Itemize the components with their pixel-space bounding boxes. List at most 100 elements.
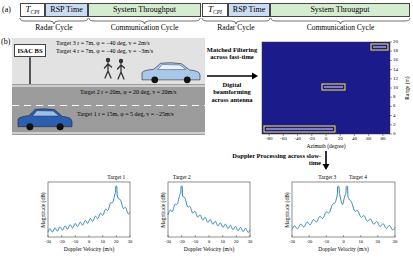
peak-label: Target 3 bbox=[318, 174, 336, 180]
tick-label: 20 bbox=[234, 239, 239, 244]
peak-label: Target 1 bbox=[107, 174, 125, 180]
lane-marking bbox=[12, 105, 205, 106]
tick-label: -20 bbox=[59, 239, 65, 244]
axis-tick bbox=[395, 235, 396, 237]
process-label: Digital beamforming across antenna bbox=[204, 81, 260, 103]
tick-label: -30 bbox=[289, 239, 295, 244]
axis-tick bbox=[382, 134, 383, 136]
axis-title: Azimuth (degree) bbox=[307, 143, 346, 149]
axis-tick bbox=[89, 235, 90, 237]
tick-label: -80 bbox=[266, 136, 273, 142]
tick-label: 14 bbox=[393, 67, 398, 73]
target-streak bbox=[373, 47, 386, 48]
doppler-curve bbox=[48, 186, 130, 232]
arrow-head bbox=[323, 164, 330, 170]
axis-tick bbox=[236, 235, 237, 237]
axis-tick bbox=[360, 235, 361, 237]
tick-label: -10 bbox=[72, 239, 78, 244]
tick-label: 20 bbox=[338, 136, 343, 142]
pedestrian-body bbox=[118, 63, 125, 79]
tick-label: -20 bbox=[306, 239, 312, 244]
panel-tag: (b) bbox=[1, 37, 10, 46]
axis-tick bbox=[222, 235, 223, 237]
axis-title: Magnitude (dB) bbox=[39, 192, 45, 227]
axis-tick bbox=[292, 235, 293, 237]
tick-label: -30 bbox=[165, 239, 171, 244]
axis-tick bbox=[390, 106, 392, 107]
car-wheel bbox=[26, 123, 33, 130]
axis-tick bbox=[48, 235, 49, 237]
cycle-label: Radar Cycle bbox=[217, 24, 254, 33]
tick-label: 16 bbox=[393, 58, 398, 64]
timeline-box: RSP Time bbox=[228, 3, 270, 17]
tick-label: 10 bbox=[358, 239, 363, 244]
cpi-box: TCPI bbox=[20, 3, 45, 17]
axis-tick bbox=[130, 235, 131, 237]
tick-label: 0 bbox=[88, 239, 90, 244]
car-window bbox=[33, 111, 59, 116]
symbol-letter: T bbox=[26, 5, 31, 15]
peak-label: Target 4 bbox=[349, 174, 367, 180]
axis-title: Magnitude (dB) bbox=[159, 192, 165, 227]
timeline-box: System Througput bbox=[270, 3, 410, 17]
axis-tick bbox=[390, 78, 392, 79]
target-annotation: Target 2 r = 20m, φ = 20 deg, v = 20m/s bbox=[80, 89, 176, 96]
car-body bbox=[18, 109, 72, 127]
tick-label: 20 bbox=[114, 239, 119, 244]
tick-label: 40 bbox=[352, 136, 357, 142]
tick-label: 0 bbox=[342, 239, 344, 244]
tick-label: 60 bbox=[366, 136, 371, 142]
tick-label: 12 bbox=[393, 76, 398, 82]
range-azimuth-map bbox=[262, 42, 390, 134]
axis-title: Magnitude (dB) bbox=[283, 192, 289, 227]
axis-tick bbox=[326, 134, 327, 136]
tick-label: 18 bbox=[393, 48, 398, 54]
doppler-curve bbox=[168, 186, 250, 232]
plot-frame bbox=[292, 182, 395, 237]
tick-label: -10 bbox=[192, 239, 198, 244]
tick-label: 10 bbox=[220, 239, 225, 244]
tick-label: 0 bbox=[208, 239, 210, 244]
pedestrian-body bbox=[105, 62, 112, 78]
axis-tick bbox=[102, 235, 103, 237]
plot-frame bbox=[168, 182, 250, 237]
axis-title: Range (m) bbox=[404, 76, 410, 99]
tick-label: 8 bbox=[393, 94, 396, 100]
box-label: RSP Time bbox=[233, 6, 265, 15]
tick-label: 30 bbox=[248, 239, 253, 244]
road-edge bbox=[12, 86, 205, 87]
panel-tag: (a) bbox=[2, 5, 11, 14]
tick-label: -10 bbox=[323, 239, 329, 244]
axis-tick bbox=[283, 134, 284, 136]
axis-tick bbox=[181, 235, 182, 237]
arrow-head bbox=[252, 73, 258, 80]
tick-label: 20 bbox=[376, 239, 381, 244]
process-label: Doppler Processing across slow-time bbox=[231, 152, 321, 167]
peak-label: Target 2 bbox=[173, 174, 191, 180]
axis-tick bbox=[168, 235, 169, 237]
box-label: System Througput bbox=[310, 6, 369, 15]
tick-label: 30 bbox=[128, 239, 133, 244]
cycle-label: Radar Cycle bbox=[35, 24, 72, 33]
tick-label: -30 bbox=[45, 239, 51, 244]
cpi-box: TCPI bbox=[202, 3, 228, 17]
car-figure bbox=[18, 109, 72, 130]
tick-label: 20 bbox=[393, 39, 398, 45]
target-streak bbox=[324, 87, 343, 88]
detection-box bbox=[322, 84, 345, 90]
station-sign: ISAC BS bbox=[14, 44, 46, 57]
car-window bbox=[158, 65, 186, 70]
sidewalk bbox=[12, 38, 205, 84]
plot-frame bbox=[48, 182, 130, 237]
axis-tick bbox=[326, 235, 327, 237]
car-figure bbox=[142, 63, 200, 83]
tick-label: 4 bbox=[393, 113, 396, 119]
axis-tick bbox=[390, 134, 392, 135]
tick-label: -20 bbox=[308, 136, 315, 142]
symbol-subscript: CPI bbox=[31, 9, 40, 15]
detection-box bbox=[264, 126, 335, 132]
axis-tick bbox=[269, 134, 270, 136]
process-arrow bbox=[207, 75, 252, 77]
timeline-box: RSP Time bbox=[45, 3, 88, 17]
